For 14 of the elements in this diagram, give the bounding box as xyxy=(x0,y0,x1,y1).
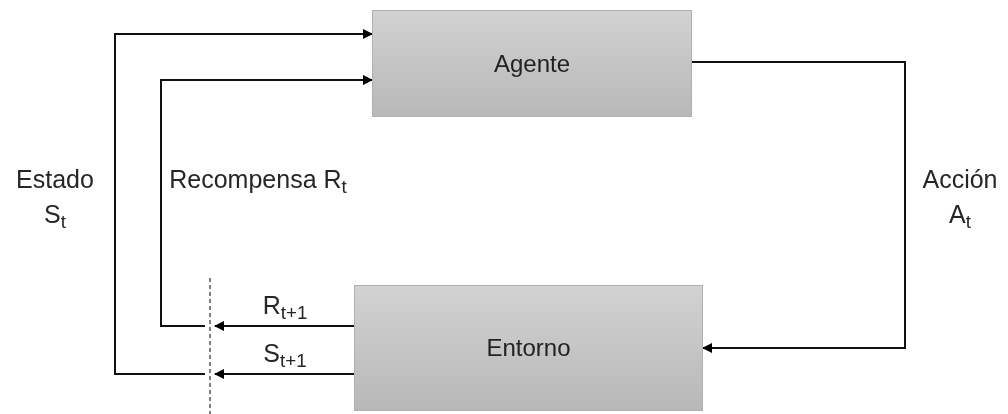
edge-label: Acción A$_{t}$ xyxy=(921,164,999,232)
edge-label: S$_{t+1}$ xyxy=(262,338,308,371)
arrow xyxy=(114,29,373,375)
process-box xyxy=(372,10,692,117)
arrow xyxy=(214,321,355,331)
arrow xyxy=(214,369,355,379)
arrow xyxy=(160,75,373,327)
edge-label: Recompensa R$_{t}$ xyxy=(168,164,348,197)
edge-label: R$_{t+1}$ xyxy=(261,290,309,323)
edge-label: Estado S$_{t}$ xyxy=(15,164,95,232)
process-box xyxy=(354,285,703,411)
box-label: Entorno xyxy=(486,333,571,363)
arrow xyxy=(691,61,906,353)
box-label: Agente xyxy=(493,48,571,79)
